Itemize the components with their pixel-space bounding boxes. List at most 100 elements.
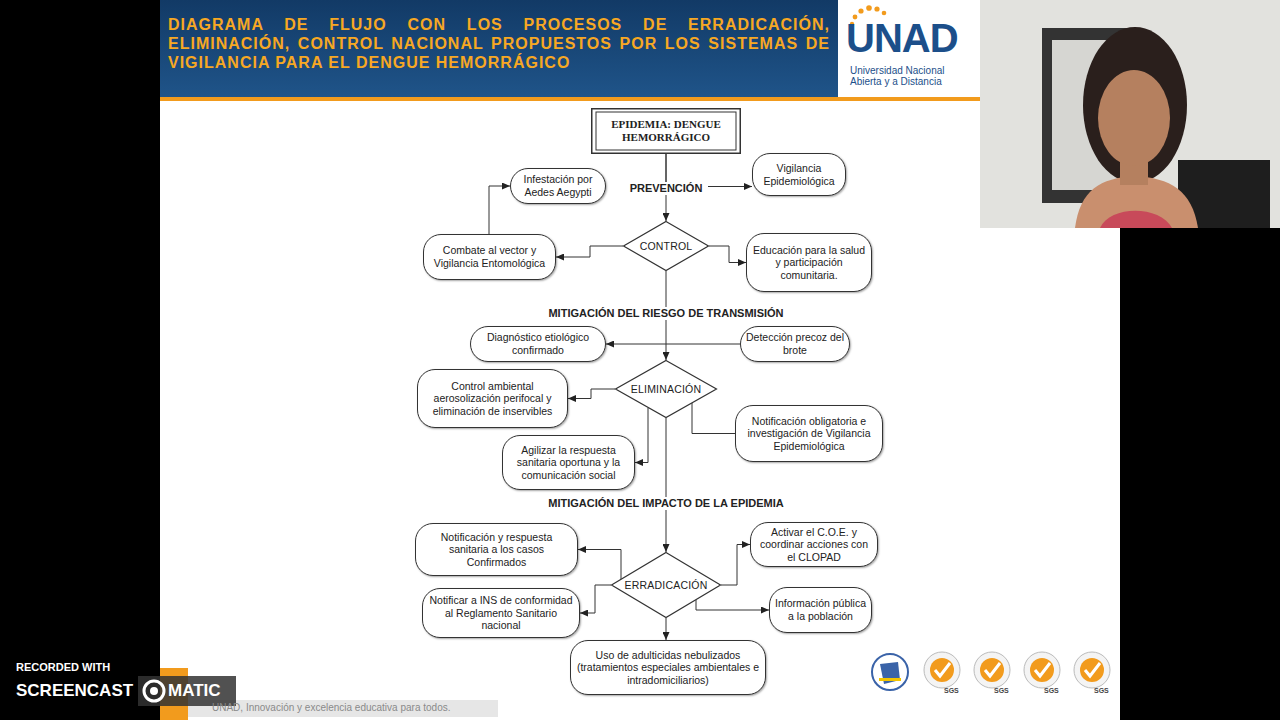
node-text: Activar el C.O.E. y coordinar acciones c… xyxy=(755,526,873,564)
inner-frame xyxy=(596,112,736,150)
badge-label: SGS xyxy=(1044,687,1064,695)
node-text: Notificación obligatoria e investigación… xyxy=(740,415,878,453)
sgs-badges xyxy=(924,652,1110,688)
flow-connector xyxy=(489,186,510,234)
flow-connector xyxy=(568,389,615,399)
process-box: Control ambiental aerosolización perifoc… xyxy=(417,369,568,428)
decision-diamond: ERRADICACIÓN xyxy=(611,552,721,618)
node-text: CONTROL xyxy=(640,240,693,253)
process-box: Notificar a INS de conformidad al Reglam… xyxy=(422,588,580,638)
flow-connector xyxy=(709,246,746,263)
orange-rule xyxy=(160,97,980,101)
badge-label: SGS xyxy=(994,687,1014,695)
diamond-shape xyxy=(612,553,721,618)
flow-connector xyxy=(606,344,740,345)
process-box: Activar el C.O.E. y coordinar acciones c… xyxy=(750,522,878,567)
process-box: Notificación y respuesta sanitaria a los… xyxy=(415,523,578,576)
flow-connector xyxy=(666,618,667,640)
process-box: Diagnóstico etiológico confirmado xyxy=(470,326,606,362)
footer-slogan: UNAD, Innovación y excelencia educativa … xyxy=(212,702,498,714)
decision-diamond: CONTROL xyxy=(623,221,709,271)
webcam-frame xyxy=(980,0,1280,228)
node-text: Agilizar la respuesta sanitaria oportuna… xyxy=(507,444,630,482)
process-box: Vigilancia Epidemiológica xyxy=(752,153,846,196)
flow-connector xyxy=(556,246,623,257)
node-text: Educación para la salud y participación … xyxy=(751,244,867,282)
node-text: Uso de adulticidas nebulizados (tratamie… xyxy=(575,649,761,687)
badge-core xyxy=(1080,658,1104,682)
footer-strip xyxy=(188,700,498,717)
badge-check xyxy=(985,663,1000,676)
process-box: Combate al vector y Vigilancia Entomológ… xyxy=(423,234,556,280)
node-text: Combate al vector y Vigilancia Entomológ… xyxy=(428,244,551,269)
process-box: Agilizar la respuesta sanitaria oportuna… xyxy=(502,435,635,490)
node-text: Notificar a INS de conformidad al Reglam… xyxy=(427,594,575,632)
process-box: Infestación por Aedes Aegypti xyxy=(510,168,606,204)
watermark-text: MATIC xyxy=(168,681,238,701)
webcam-wall xyxy=(980,0,1280,228)
node-text: Control ambiental aerosolización perifoc… xyxy=(422,380,563,418)
node-text: Vigilancia Epidemiológica xyxy=(757,162,841,187)
node-text: Diagnóstico etiológico confirmado xyxy=(475,331,601,356)
node-text: ELIMINACIÓN xyxy=(631,383,701,396)
section-heading: MITIGACIÓN DEL IMPACTO DE LA EPIDEMIA xyxy=(530,497,802,510)
node-text: ERRADICACIÓN xyxy=(625,579,708,592)
logo-ring xyxy=(872,654,908,690)
webcam-top xyxy=(1100,211,1172,228)
diamond-shape xyxy=(624,222,709,271)
badge-label: SGS xyxy=(1094,687,1114,695)
node-text: Detección precoz del brote xyxy=(745,331,845,356)
badge-core xyxy=(1030,658,1054,682)
node-text: Información pública a la población xyxy=(774,597,867,622)
title-band xyxy=(160,0,838,97)
flow-connector xyxy=(578,550,621,580)
logo-panel xyxy=(838,0,980,97)
badge-check xyxy=(935,663,950,676)
watermark-dot xyxy=(150,687,158,695)
node-text: Infestación por Aedes Aegypti xyxy=(515,173,601,198)
outer-frame xyxy=(592,109,741,154)
badge-core xyxy=(930,658,954,682)
process-box: Uso de adulticidas nebulizados (tratamie… xyxy=(570,640,766,695)
diamond-shape xyxy=(616,361,717,418)
flow-connector xyxy=(635,408,648,463)
process-box: Detección precoz del brote xyxy=(740,326,850,362)
badge-check xyxy=(1085,663,1100,676)
webcam-hair xyxy=(1083,27,1187,183)
slide-title: DIAGRAMA DE FLUJO CON LOS PROCESOS DE ER… xyxy=(168,15,830,72)
logo-dot xyxy=(882,11,887,16)
decision-diamond: ELIMINACIÓN xyxy=(615,360,717,418)
logo-dot xyxy=(866,5,872,11)
badge-ring xyxy=(1074,652,1110,688)
section-heading: MITIGACIÓN DEL RIESGO DE TRANSMISIÓN xyxy=(530,307,802,320)
stage-heading: PREVENCIÓN xyxy=(624,182,708,195)
process-box: Educación para la salud y participación … xyxy=(746,233,872,292)
node-text: Notificación y respuesta sanitaria a los… xyxy=(420,531,573,569)
badge-label: SGS xyxy=(944,687,964,695)
logo-map xyxy=(880,662,900,684)
flow-connector xyxy=(721,545,750,586)
badge-check xyxy=(1035,663,1050,676)
process-box: Notificación obligatoria e investigación… xyxy=(735,405,883,462)
badge-core xyxy=(980,658,1004,682)
process-box: Información pública a la población xyxy=(769,587,872,633)
watermark-text: RECORDED WITH xyxy=(16,661,156,674)
webcam-face xyxy=(1098,70,1170,166)
node-text: EPIDEMIA: DENGUE HEMORRÁGICO xyxy=(595,118,737,143)
logo-dot xyxy=(874,6,879,11)
flow-connector xyxy=(692,403,735,434)
flow-connector xyxy=(696,600,769,610)
logo-caption: Universidad Nacional Abierta y a Distanc… xyxy=(850,65,956,87)
flow-connector xyxy=(666,418,667,552)
watermark-text: SCREENCAST xyxy=(16,681,140,701)
colombia-logo xyxy=(872,654,908,690)
flow-connector xyxy=(580,585,611,613)
logo-stripe xyxy=(879,678,901,681)
badge-ring xyxy=(974,652,1010,688)
watermark-ring xyxy=(144,681,164,701)
start-box: EPIDEMIA: DENGUE HEMORRÁGICO xyxy=(591,108,741,154)
logo-dot xyxy=(858,8,863,13)
badge-ring xyxy=(1024,652,1060,688)
badge-ring xyxy=(924,652,960,688)
